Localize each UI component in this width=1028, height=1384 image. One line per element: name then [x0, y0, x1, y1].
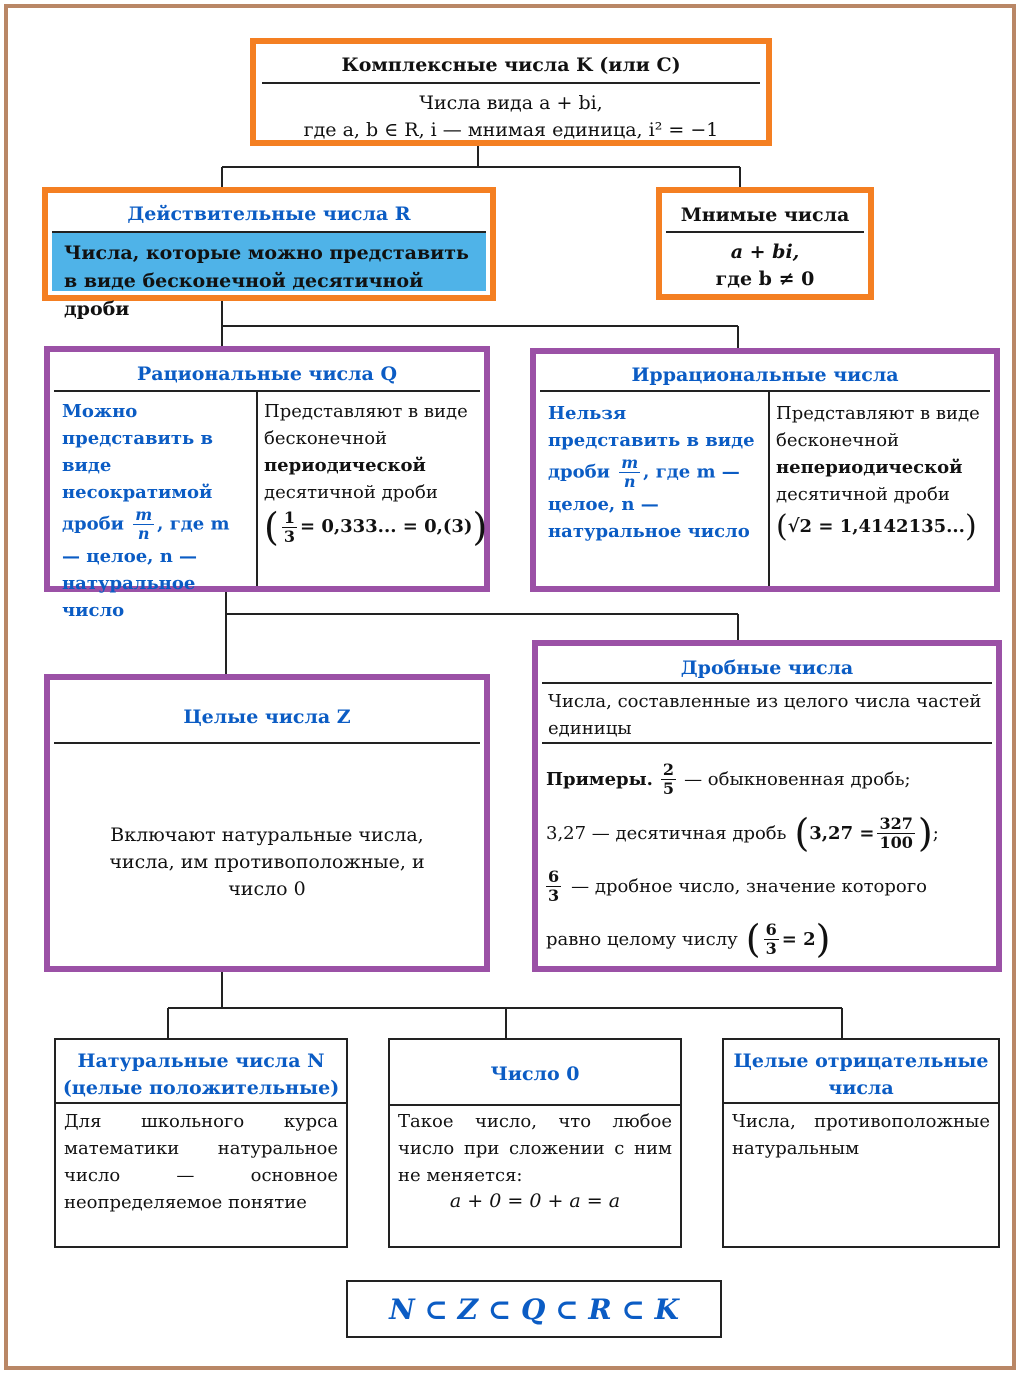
negative-integers-title: Целые отрицательные числа — [724, 1040, 998, 1104]
integers-box: Целые числа Z Включают натуральные числа… — [44, 674, 490, 972]
integers-description: Включают натуральные числа, числа, им пр… — [109, 824, 425, 900]
example3-text: — дробное число, значение которого — [571, 875, 928, 897]
rational-left-part1: Можно представить в виде несократимой др… — [62, 401, 213, 535]
real-numbers-box: Действительные числа R Числа, которые мо… — [42, 187, 496, 320]
irrational-numbers-box: Иррациональные числа Нельзя представить … — [530, 348, 1000, 592]
irrational-right-part1: Представляют в виде бесконечной — [776, 403, 980, 451]
examples-label: Примеры. — [546, 768, 653, 790]
imaginary-numbers-line2: где b ≠ 0 — [715, 268, 815, 290]
real-numbers-title: Действительные числа R — [52, 195, 486, 233]
example2-text: 3,27 — десятичная дробь — [546, 822, 787, 844]
complex-numbers-line1: Числа вида a + bi, — [419, 92, 603, 114]
negative-integers-description: Числа, противоположные натуральным — [732, 1111, 990, 1159]
example1-text: — обыкновенная дробь; — [684, 768, 911, 790]
negative-integers-box: Целые отрицательные числа Числа, противо… — [722, 1038, 1000, 1248]
rational-right-part2: десятичной дроби — [264, 482, 438, 503]
zero-formula: a + 0 = 0 + a = a — [449, 1190, 621, 1212]
irrational-right-bold: непериодической — [776, 457, 963, 478]
fractional-numbers-box: Дробные числа Числа, составленные из цел… — [532, 640, 1002, 972]
irrational-left-part2: , где m — целое, n — натуральное число — [548, 461, 750, 543]
complex-numbers-box: Комплексные числа K (или C) Числа вида a… — [250, 38, 772, 146]
natural-numbers-title: Натуральные числа N (целые положительные… — [56, 1040, 346, 1104]
integers-title: Целые числа Z — [54, 682, 480, 744]
page-frame — [4, 4, 1016, 1370]
rational-right-part1: Представляют в виде бесконечной — [264, 401, 468, 449]
example4-text: равно целому числу — [546, 928, 738, 950]
complex-numbers-line2: где a, b ∈ R, i — мнимая единица, i² = −… — [303, 119, 719, 141]
rational-numbers-title: Рациональные числа Q — [54, 354, 480, 392]
fractional-numbers-description: Числа, составленные из целого числа част… — [542, 684, 992, 744]
zero-description: Такое число, что любое число при сложени… — [398, 1111, 672, 1186]
imaginary-numbers-title: Мнимые числа — [666, 197, 864, 233]
rational-left-part2: , где m — целое, n — натуральное число — [62, 513, 230, 622]
zero-title: Число 0 — [390, 1040, 680, 1106]
real-numbers-description: Числа, которые можно представить в виде … — [52, 233, 486, 320]
irrational-example: (√2 = 1,4142135...) — [776, 509, 977, 544]
rational-left-text: Можно представить в виде несократимой др… — [62, 398, 250, 624]
inclusion-chain-box: N ⊂ Z ⊂ Q ⊂ R ⊂ K — [346, 1280, 722, 1338]
natural-numbers-box: Натуральные числа N (целые положительные… — [54, 1038, 348, 1248]
irrational-right-part2: десятичной дроби — [776, 484, 950, 505]
zero-box: Число 0 Такое число, что любое число при… — [388, 1038, 682, 1248]
rational-right-bold: периодической — [264, 455, 426, 476]
fractional-numbers-title: Дробные числа — [542, 648, 992, 684]
rational-numbers-box: Рациональные числа Q Можно представить в… — [44, 346, 490, 621]
complex-numbers-title: Комплексные числа K (или C) — [262, 48, 760, 84]
natural-numbers-description: Для школьного курса математики натуральн… — [64, 1111, 338, 1213]
irrational-numbers-title: Иррациональные числа — [540, 356, 990, 392]
imaginary-numbers-line1: a + bi, — [730, 241, 800, 263]
irrational-left-part1: Нельзя представить в виде дроби — [548, 403, 755, 483]
inclusion-chain: N ⊂ Z ⊂ Q ⊂ R ⊂ K — [389, 1293, 679, 1326]
imaginary-numbers-box: Мнимые числа a + bi, где b ≠ 0 — [656, 187, 874, 300]
